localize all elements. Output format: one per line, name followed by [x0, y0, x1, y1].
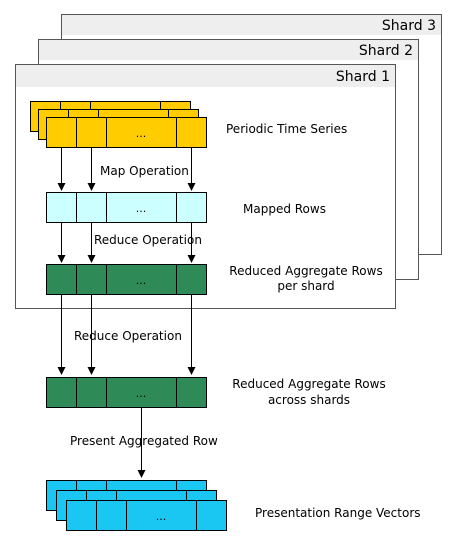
reduced-per-shard-label-line1: Reduced Aggregate Rows: [229, 264, 382, 278]
reduced-across-shards-ellipsis: ...: [136, 387, 147, 400]
time-series-row-front: ...: [46, 117, 207, 148]
presentation-range-vectors-stack: ...: [46, 480, 227, 531]
reduced-per-shard-label-line2: per shard: [277, 279, 334, 293]
reduce-operation-across-label: Reduce Operation: [74, 329, 182, 343]
present-aggregated-row-label: Present Aggregated Row: [70, 434, 218, 448]
shard-2-title: Shard 2: [359, 43, 413, 59]
reduce-per-shard-arrows: [57, 223, 196, 263]
reduced-across-shards-bar: ...: [46, 377, 207, 408]
reduced-across-shards-label-line2: across shards: [268, 393, 350, 407]
presentation-ellipsis: ...: [156, 510, 167, 523]
mapped-rows-ellipsis: ...: [136, 202, 147, 215]
mapped-rows-bar: ...: [46, 192, 207, 223]
reduce-operation-per-shard-label: Reduce Operation: [94, 233, 202, 247]
reduce-across-shards-arrows: [57, 295, 196, 375]
presentation-range-vectors-label: Presentation Range Vectors: [255, 506, 421, 520]
reduced-across-shards-label-line1: Reduced Aggregate Rows: [232, 377, 385, 391]
presentation-row-front: ...: [66, 500, 227, 531]
map-operation-label: Map Operation: [100, 164, 189, 178]
shard-3-title: Shard 3: [382, 18, 436, 34]
reduced-per-shard-bar: ...: [46, 264, 207, 295]
mapped-rows-label: Mapped Rows: [243, 202, 326, 216]
periodic-time-series-stack: ...: [30, 101, 207, 148]
time-series-ellipsis: ...: [136, 127, 147, 140]
map-arrows: [57, 148, 196, 191]
shard-1-title: Shard 1: [336, 69, 390, 85]
reduced-per-shard-ellipsis: ...: [136, 274, 147, 287]
periodic-time-series-label: Periodic Time Series: [226, 122, 347, 136]
